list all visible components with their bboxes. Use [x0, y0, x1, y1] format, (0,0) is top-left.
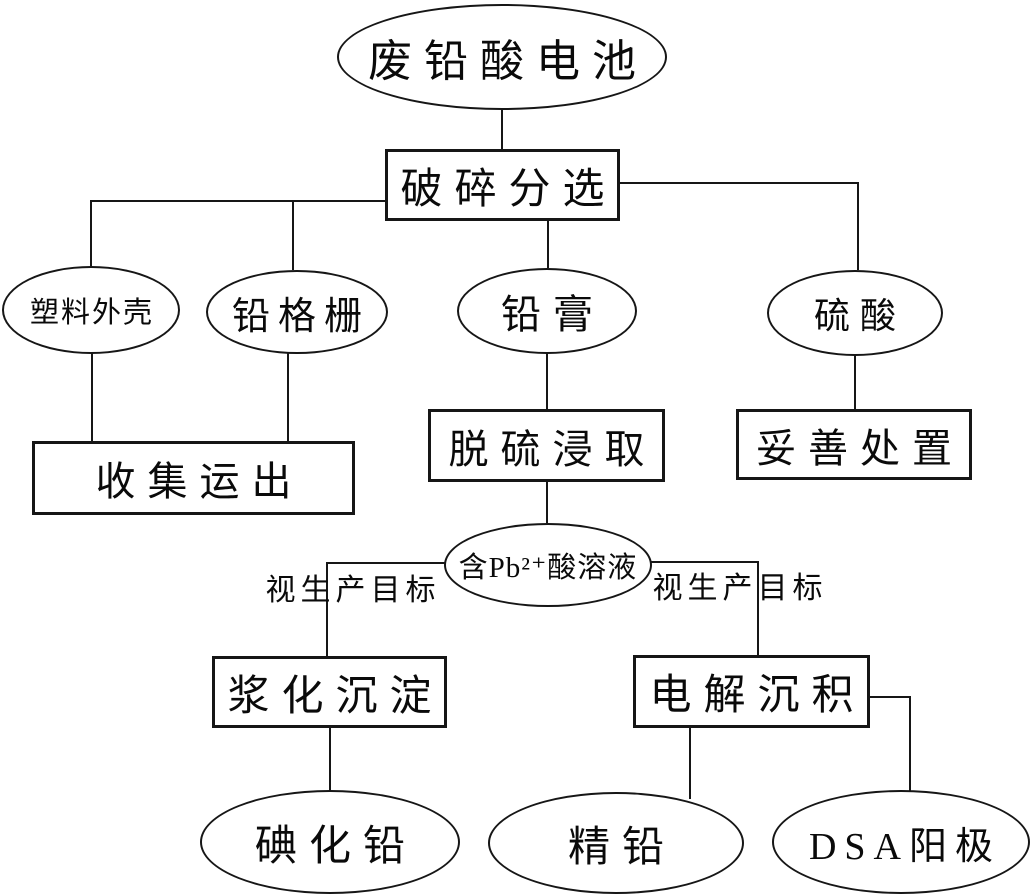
node-plastic-shell: 塑料外壳: [2, 266, 180, 354]
node-desulfurization-leaching: 脱硫浸取: [428, 409, 665, 482]
edge-label-right: 视生产目标: [652, 572, 828, 605]
node-dsa-anode: DSA阳极: [772, 790, 1030, 894]
node-slurry-precipitation: 浆化沉淀: [212, 656, 447, 728]
node-lead-grid: 铅格栅: [206, 270, 388, 354]
node-electrodeposition: 电解沉积: [633, 655, 870, 728]
node-refined-lead: 精铅: [488, 792, 744, 894]
node-pb-solution: 含Pb²⁺酸溶液: [444, 523, 652, 607]
node-lead-iodide: 碘化铅: [200, 790, 460, 894]
node-collect-transport: 收集运出: [32, 441, 355, 515]
node-crush-sort: 破碎分选: [385, 149, 620, 221]
node-lead-paste: 铅膏: [457, 268, 637, 354]
node-waste-battery: 废铅酸电池: [337, 4, 667, 110]
node-proper-disposal: 妥善处置: [736, 409, 972, 480]
edge-label-left: 视生产目标: [265, 574, 441, 607]
node-sulfuric-acid: 硫酸: [767, 270, 943, 356]
